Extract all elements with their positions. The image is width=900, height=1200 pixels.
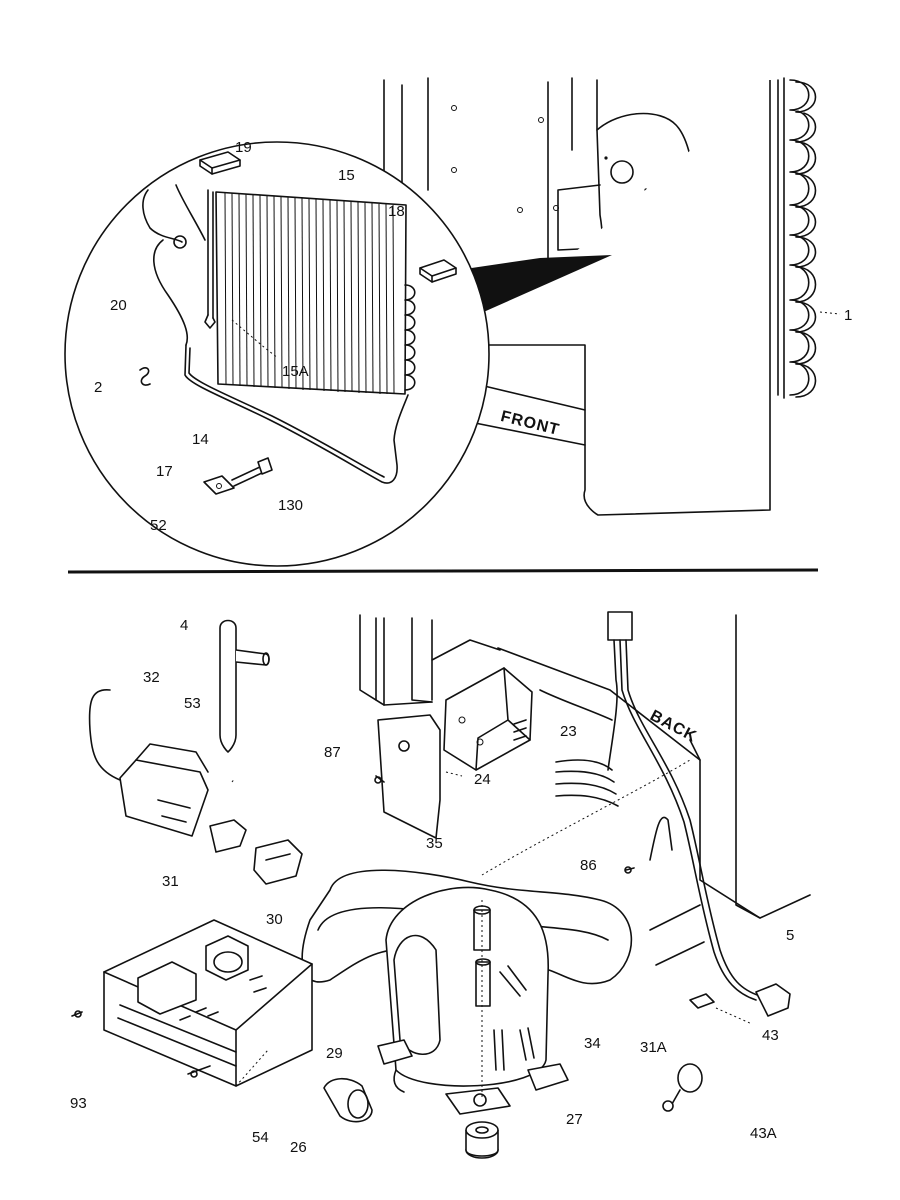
label-23: 23 (560, 723, 577, 740)
label-32: 32 (143, 669, 160, 686)
part-control-box (71, 919, 313, 1087)
label-15A: 15A (282, 363, 309, 380)
label-86: 86 (580, 857, 597, 874)
part-accumulator (219, 619, 270, 753)
part-capacitor (323, 1077, 373, 1123)
cabinet-top-view (383, 77, 841, 516)
label-93: 93 (70, 1095, 87, 1112)
part-grommet (465, 1121, 499, 1159)
label-29: 29 (326, 1045, 343, 1062)
label-130: 130 (278, 497, 304, 514)
label-87: 87 (324, 744, 341, 761)
label-20: 20 (110, 297, 127, 314)
label-35: 35 (426, 835, 443, 852)
label-26: 26 (290, 1139, 307, 1156)
label-43A: 43A (750, 1125, 777, 1142)
label-43: 43 (762, 1027, 779, 1044)
label-53: 53 (184, 695, 201, 712)
label-31: 31 (162, 873, 179, 890)
label-18: 18 (388, 203, 405, 220)
part-relay-cover (88, 689, 303, 885)
label-34: 34 (584, 1035, 601, 1052)
part-clamp (662, 1063, 703, 1112)
cabinet-rear-view (359, 614, 811, 919)
part-timer-bracket (374, 611, 791, 1025)
label-15: 15 (338, 167, 355, 184)
label-4: 4 (180, 617, 189, 634)
label-5: 5 (786, 927, 795, 944)
label-14: 14 (192, 431, 209, 448)
label-30: 30 (266, 911, 283, 928)
label-1: 1 (844, 307, 853, 324)
label-52: 52 (150, 517, 167, 534)
label-54: 54 (252, 1129, 269, 1146)
label-27: 27 (566, 1111, 583, 1128)
section-divider (67, 568, 819, 574)
label-2: 2 (94, 379, 103, 396)
evaporator-detail-circle (64, 141, 490, 567)
label-17: 17 (156, 463, 173, 480)
part-compressor (377, 886, 569, 1115)
label-24: 24 (474, 771, 491, 788)
label-31A: 31A (640, 1039, 667, 1056)
label-19: 19 (235, 139, 252, 156)
